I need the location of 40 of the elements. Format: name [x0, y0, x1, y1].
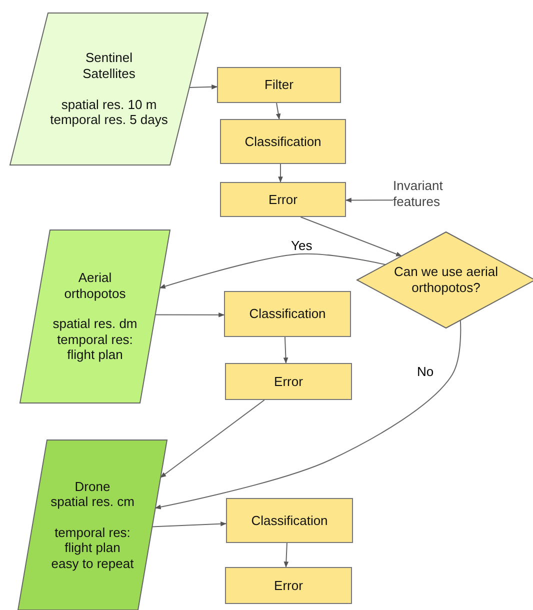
arrow: [154, 312, 225, 318]
node-text: Error: [268, 192, 298, 208]
arrow: [152, 521, 227, 528]
arrow: [283, 336, 288, 364]
process-box: [220, 182, 346, 217]
node-text: Sentinel Satellites: [82, 50, 136, 82]
process-box: [217, 67, 341, 103]
node-text: Classification: [251, 512, 328, 528]
edge-label: Yes: [290, 239, 314, 254]
node-text: temporal res: flight plan easy to repeat: [50, 524, 134, 572]
node-text: Invariant features: [393, 178, 444, 210]
node-text: spatial res. cm: [50, 494, 136, 510]
process-box: [226, 498, 353, 543]
arrow: [300, 216, 402, 256]
node-text: Classification: [244, 134, 322, 150]
node-text: Aerial orthopotos: [63, 270, 127, 302]
edge-label: No: [416, 365, 435, 380]
arrow: [159, 253, 386, 289]
data-source-parallelogram: [10, 13, 208, 165]
arrow: [188, 84, 218, 90]
node-text: spatial res. 10 m temporal res. 5 days: [49, 96, 169, 128]
data-source-parallelogram: [20, 230, 170, 403]
arrow: [160, 400, 265, 478]
arrow: [276, 102, 281, 120]
node-text: spatial res. dm temporal res: flight plan: [52, 316, 138, 363]
data-source-parallelogram: [18, 440, 167, 610]
node-text: Error: [274, 374, 303, 390]
arrow: [284, 542, 289, 568]
arrow: [345, 198, 394, 203]
process-box: [225, 363, 352, 400]
process-box: [225, 567, 352, 604]
node-text: Classification: [249, 306, 326, 322]
node-text: Filter: [264, 77, 294, 93]
node-text: Error: [274, 578, 303, 594]
arrow: [278, 164, 283, 183]
process-box: [220, 119, 346, 164]
node-text: Drone: [74, 478, 112, 494]
node-text: Can we use aerial orthopotos?: [392, 264, 500, 296]
decision-diamond: [357, 232, 533, 328]
process-box: [224, 291, 351, 337]
